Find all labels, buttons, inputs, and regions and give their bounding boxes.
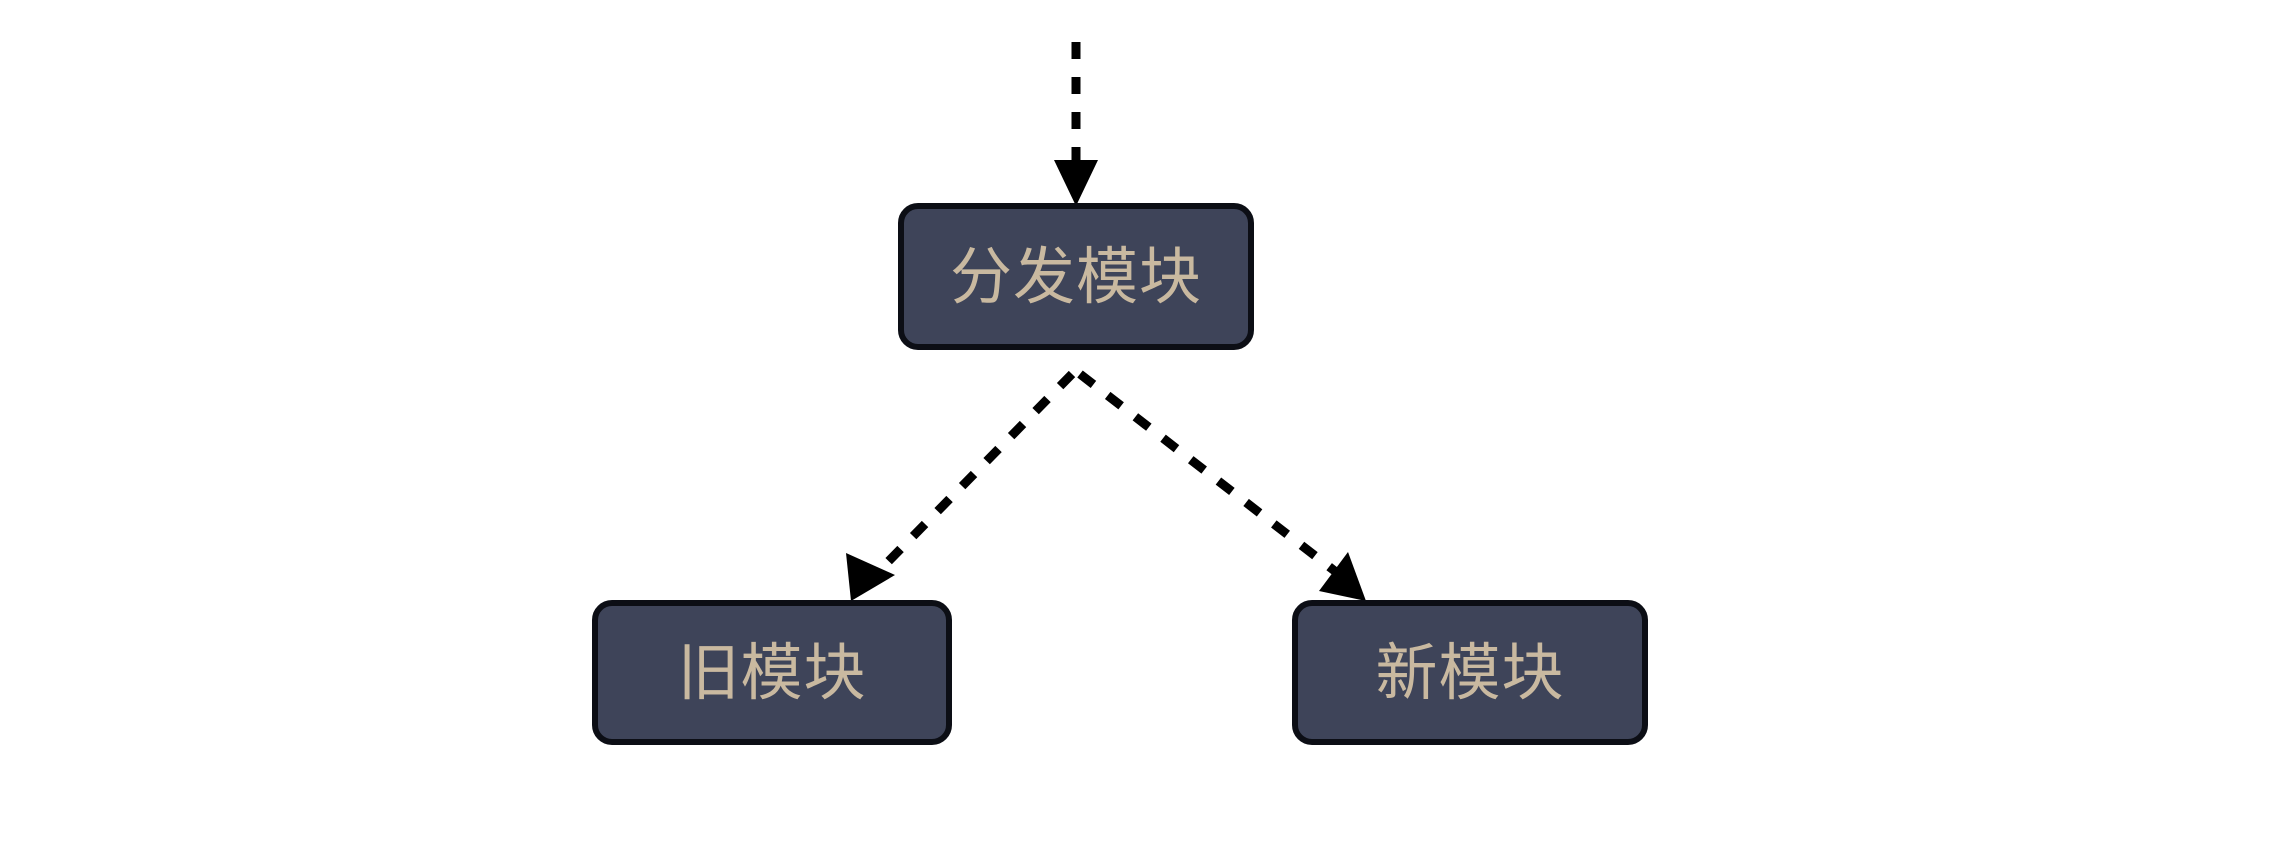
edge-entry-to-dispatch [1054,42,1098,206]
node-old-module[interactable]: 旧模块 [592,600,952,745]
node-new-module[interactable]: 新模块 [1292,600,1648,745]
edge-dispatch-to-old-line [876,370,1076,574]
edge-entry-to-dispatch-arrowhead [1054,160,1098,206]
node-new-module-label: 新模块 [1375,635,1565,709]
edge-dispatch-to-new-arrowhead [1319,552,1366,601]
node-dispatch-label: 分发模块 [949,239,1202,313]
edge-dispatch-to-new-line [1077,370,1339,576]
edge-dispatch-to-old-arrowhead [846,553,895,601]
node-dispatch[interactable]: 分发模块 [898,203,1254,350]
edge-dispatch-to-old [846,370,1076,601]
edge-dispatch-to-new [1077,370,1366,601]
node-old-module-label: 旧模块 [677,635,867,709]
